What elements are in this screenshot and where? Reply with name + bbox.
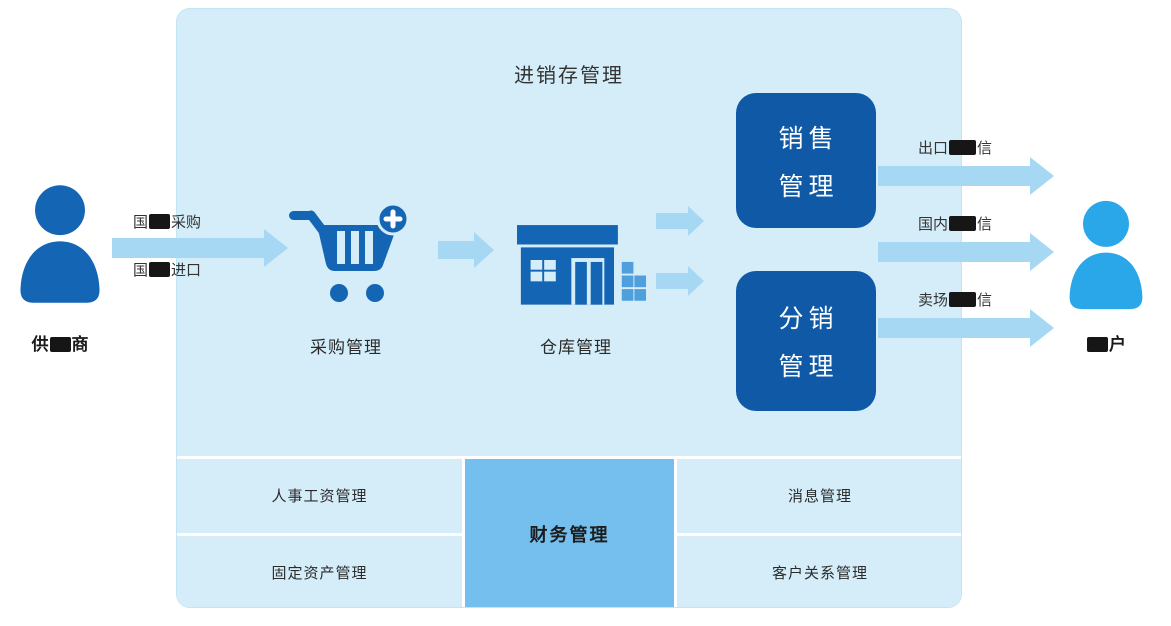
sales-module-line2: 管理 [778, 172, 839, 201]
arrow-head [1030, 309, 1054, 347]
arrow-body [878, 242, 1030, 262]
label-text: 国内 [918, 216, 949, 233]
distribution-module-box: 分销 管理 [736, 271, 876, 411]
module-fixed-assets: 固定资产管理 [177, 535, 462, 607]
distribution-module-line1: 分销 [778, 305, 839, 333]
outbound-label-middle: 国内 信 [918, 213, 992, 234]
arrow-head [688, 206, 704, 236]
label-text: 采购 [171, 214, 202, 231]
redacted-text [149, 262, 171, 277]
arrow-to-distribution [656, 266, 704, 296]
arrow-head [264, 229, 288, 267]
sales-module-box: 销售 管理 [736, 93, 876, 228]
module-finance: 财务管理 [465, 459, 674, 607]
supplier-person-icon [8, 182, 112, 305]
arrow-head [688, 266, 704, 296]
outbound-label-bottom: 卖场 信 [918, 289, 992, 310]
label-text: 供 [31, 335, 49, 354]
arrow-head [1030, 233, 1054, 271]
label-text: 信 [977, 216, 993, 233]
arrow-body [438, 241, 474, 259]
arrow-purchase-to-warehouse [438, 232, 494, 268]
sales-module-line1: 销售 [778, 124, 839, 153]
customer-person-icon [1058, 198, 1154, 311]
module-message: 消息管理 [677, 459, 961, 533]
bottom-modules-grid: 人事工资管理 财务管理 消息管理 固定资产管理 客户关系管理 [177, 456, 961, 607]
label-text: 商 [71, 335, 89, 354]
label-text: 国 [133, 214, 149, 231]
module-hr-payroll: 人事工资管理 [177, 459, 462, 533]
redacted-text [949, 140, 977, 155]
label-text: 信 [977, 292, 993, 309]
purchase-module-label: 采购管理 [310, 338, 382, 357]
redacted-text [949, 292, 977, 307]
arrow-body [656, 273, 688, 289]
diagram-title: 进销存管理 [514, 65, 624, 87]
arrow-domestic-sales [878, 233, 1054, 271]
main-panel: 进销存管理 采购管理 [176, 8, 962, 608]
outbound-label-top: 出口 信 [918, 137, 992, 158]
label-text: 国 [133, 262, 149, 279]
label-text: 进口 [171, 262, 202, 279]
arrow-export-sales [878, 157, 1054, 195]
arrow-supplier-to-purchase [112, 229, 288, 267]
arrow-body [112, 238, 264, 258]
distribution-module-line2: 管理 [778, 353, 839, 381]
redacted-text [1087, 337, 1108, 352]
label-text: 户 [1109, 335, 1126, 354]
arrow-body [878, 166, 1030, 186]
shopping-cart-icon [287, 201, 411, 313]
inbound-label-bottom: 国 进口 [133, 259, 201, 280]
redacted-text [149, 214, 171, 229]
arrow-to-sales [656, 206, 704, 236]
arrow-store-sales [878, 309, 1054, 347]
redacted-text [949, 216, 977, 231]
warehouse-module-label: 仓库管理 [540, 338, 612, 357]
arrow-head [1030, 157, 1054, 195]
module-crm: 客户关系管理 [677, 535, 961, 607]
label-text: 出口 [918, 140, 949, 157]
arrow-body [656, 213, 688, 229]
label-text: 信 [977, 140, 993, 157]
supplier-label: 供商 [6, 330, 114, 355]
warehouse-icon [517, 211, 647, 309]
arrow-head [474, 232, 494, 268]
label-text: 卖场 [918, 292, 949, 309]
inbound-label-top: 国 采购 [133, 211, 201, 232]
arrow-body [878, 318, 1030, 338]
redacted-text [49, 337, 71, 352]
customer-label: 户 [1056, 330, 1156, 355]
